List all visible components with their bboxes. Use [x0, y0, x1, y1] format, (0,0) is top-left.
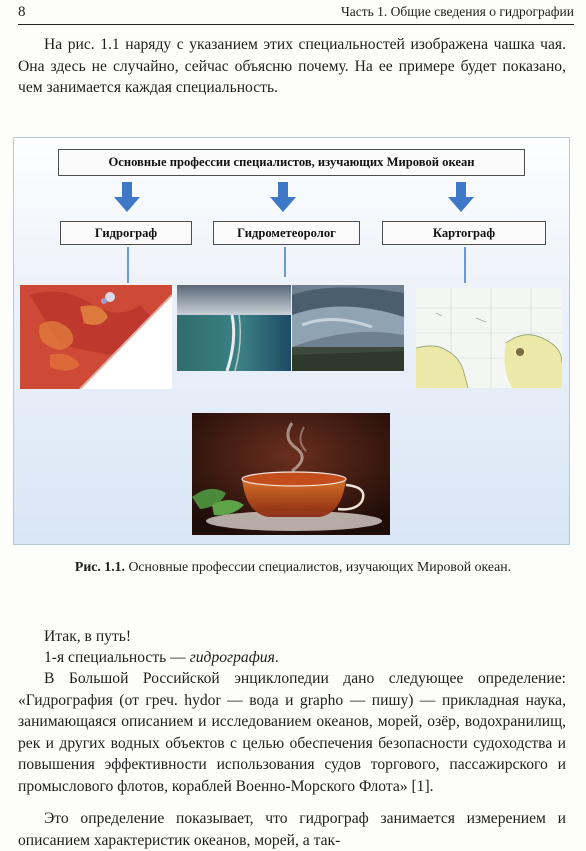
profession-box-hydrometeorologist: Гидрометеоролог — [213, 221, 360, 245]
arrow-down-icon — [448, 182, 474, 212]
specialty-term: гидрография — [189, 649, 275, 666]
paragraph-lets-go: Итак, в путь! — [44, 628, 132, 645]
profession-box-hydrographer: Гидрограф — [60, 221, 192, 245]
page-number: 8 — [18, 4, 26, 20]
storm-photo-image — [292, 285, 404, 371]
figure-professions: Основные профессии специалистов, изучающ… — [13, 137, 570, 545]
figure-title-box: Основные профессии специалистов, изучающ… — [58, 149, 525, 176]
paragraph-explanation: Это определение показывает, что гидрогра… — [18, 810, 566, 849]
paragraph-definition: В Большой Российской энциклопедии дано с… — [18, 670, 566, 795]
intro-paragraph: На рис. 1.1 наряду с указанием этих спец… — [18, 36, 566, 97]
running-header: 8 Часть 1. Общие сведения о гидрографии — [18, 2, 574, 25]
figure-caption: Рис. 1.1. Основные профессии специалисто… — [60, 557, 526, 576]
arrow-down-icon — [114, 182, 140, 212]
connector-line — [284, 247, 286, 277]
caption-label: Рис. 1.1. — [74, 559, 126, 574]
caption-text: Основные профессии специалистов, изучающ… — [125, 559, 512, 574]
specialty-prefix: 1-я специальность — — [44, 649, 190, 666]
arrow-down-icon — [270, 182, 296, 212]
specialty-suffix: . — [274, 649, 279, 666]
connector-line — [464, 247, 466, 283]
sea-photo-image — [177, 285, 291, 371]
connector-line — [127, 247, 129, 283]
profession-box-cartographer: Картограф — [382, 221, 546, 245]
running-head-title: Часть 1. Общие сведения о гидрографии — [340, 4, 574, 19]
depth-map-image — [20, 285, 172, 389]
nautical-chart-image — [416, 288, 562, 388]
tea-cup-image — [192, 413, 390, 535]
paragraph-specialty-1: 1-я специальность — гидрография. — [18, 647, 566, 669]
